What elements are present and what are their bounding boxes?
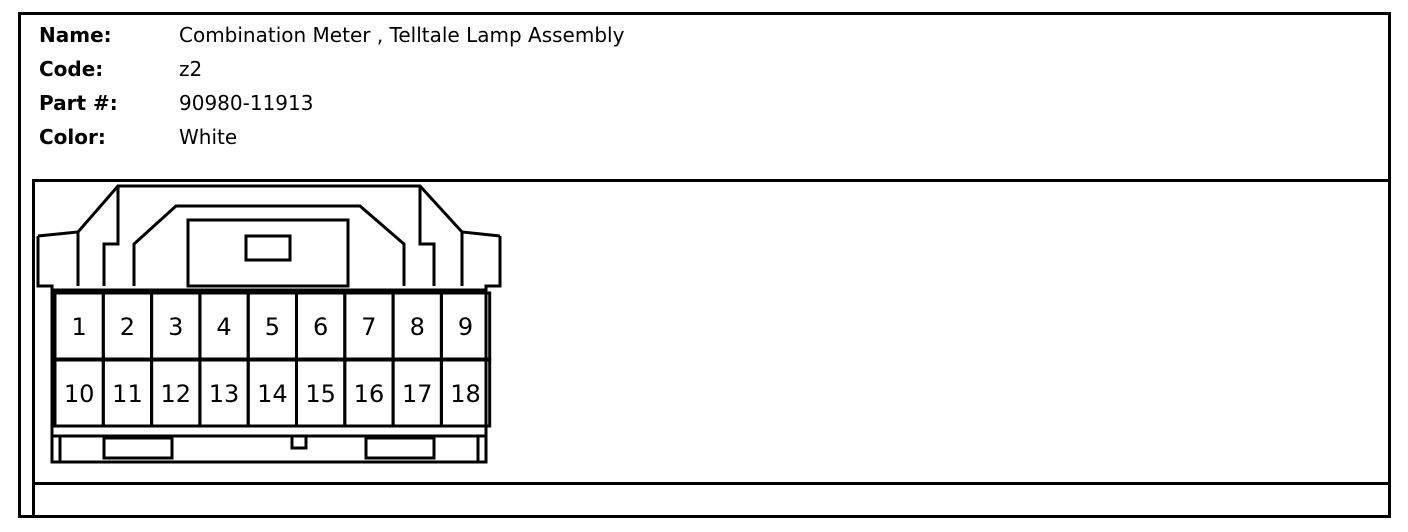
latch-outline <box>132 204 406 286</box>
pin-label: 6 <box>313 313 328 341</box>
rail-key <box>290 434 308 450</box>
name-value: Combination Meter , Telltale Lamp Assemb… <box>179 23 625 47</box>
pin-cell <box>439 358 492 428</box>
part-number-label: Part #: <box>39 91 118 115</box>
pin-label: 5 <box>265 313 280 341</box>
bottom-strip <box>32 485 1391 518</box>
part-number-value: 90980-11913 <box>179 91 314 115</box>
pin-label: 4 <box>216 313 231 341</box>
pin-label: 17 <box>402 380 433 408</box>
color-value: White <box>179 125 238 149</box>
connector-diagram-panel <box>32 179 1391 485</box>
latch-tab <box>244 234 292 262</box>
latch-block <box>186 218 350 288</box>
bottom-rail <box>50 436 488 464</box>
pin-label: 12 <box>160 380 191 408</box>
code-label: Code: <box>39 57 104 81</box>
color-label: Color: <box>39 125 106 149</box>
pin-label: 18 <box>450 380 481 408</box>
name-label: Name: <box>39 23 112 47</box>
pin-label: 7 <box>361 313 376 341</box>
pin-label: 16 <box>354 380 385 408</box>
pin-label: 8 <box>410 313 425 341</box>
pin-label: 11 <box>112 380 143 408</box>
housing-top-outline <box>37 184 501 238</box>
pin-label: 15 <box>305 380 336 408</box>
housing-left-wall <box>36 236 54 436</box>
pin-label: 14 <box>257 380 288 408</box>
connector-info-frame: Name: Combination Meter , Telltale Lamp … <box>18 12 1391 518</box>
pin-label: 2 <box>120 313 135 341</box>
rail-slot-right <box>364 436 436 460</box>
pin-label: 10 <box>64 380 95 408</box>
pin-label: 9 <box>458 313 473 341</box>
pin-label: 1 <box>72 313 87 341</box>
pin-grid <box>53 291 492 428</box>
rail-slot-left <box>102 436 174 460</box>
code-value: z2 <box>179 57 203 81</box>
housing-right-wall <box>484 236 502 436</box>
pin-label: 3 <box>168 313 183 341</box>
connector-housing <box>36 184 502 464</box>
pin-label: 13 <box>209 380 240 408</box>
terminal-block <box>50 288 488 438</box>
